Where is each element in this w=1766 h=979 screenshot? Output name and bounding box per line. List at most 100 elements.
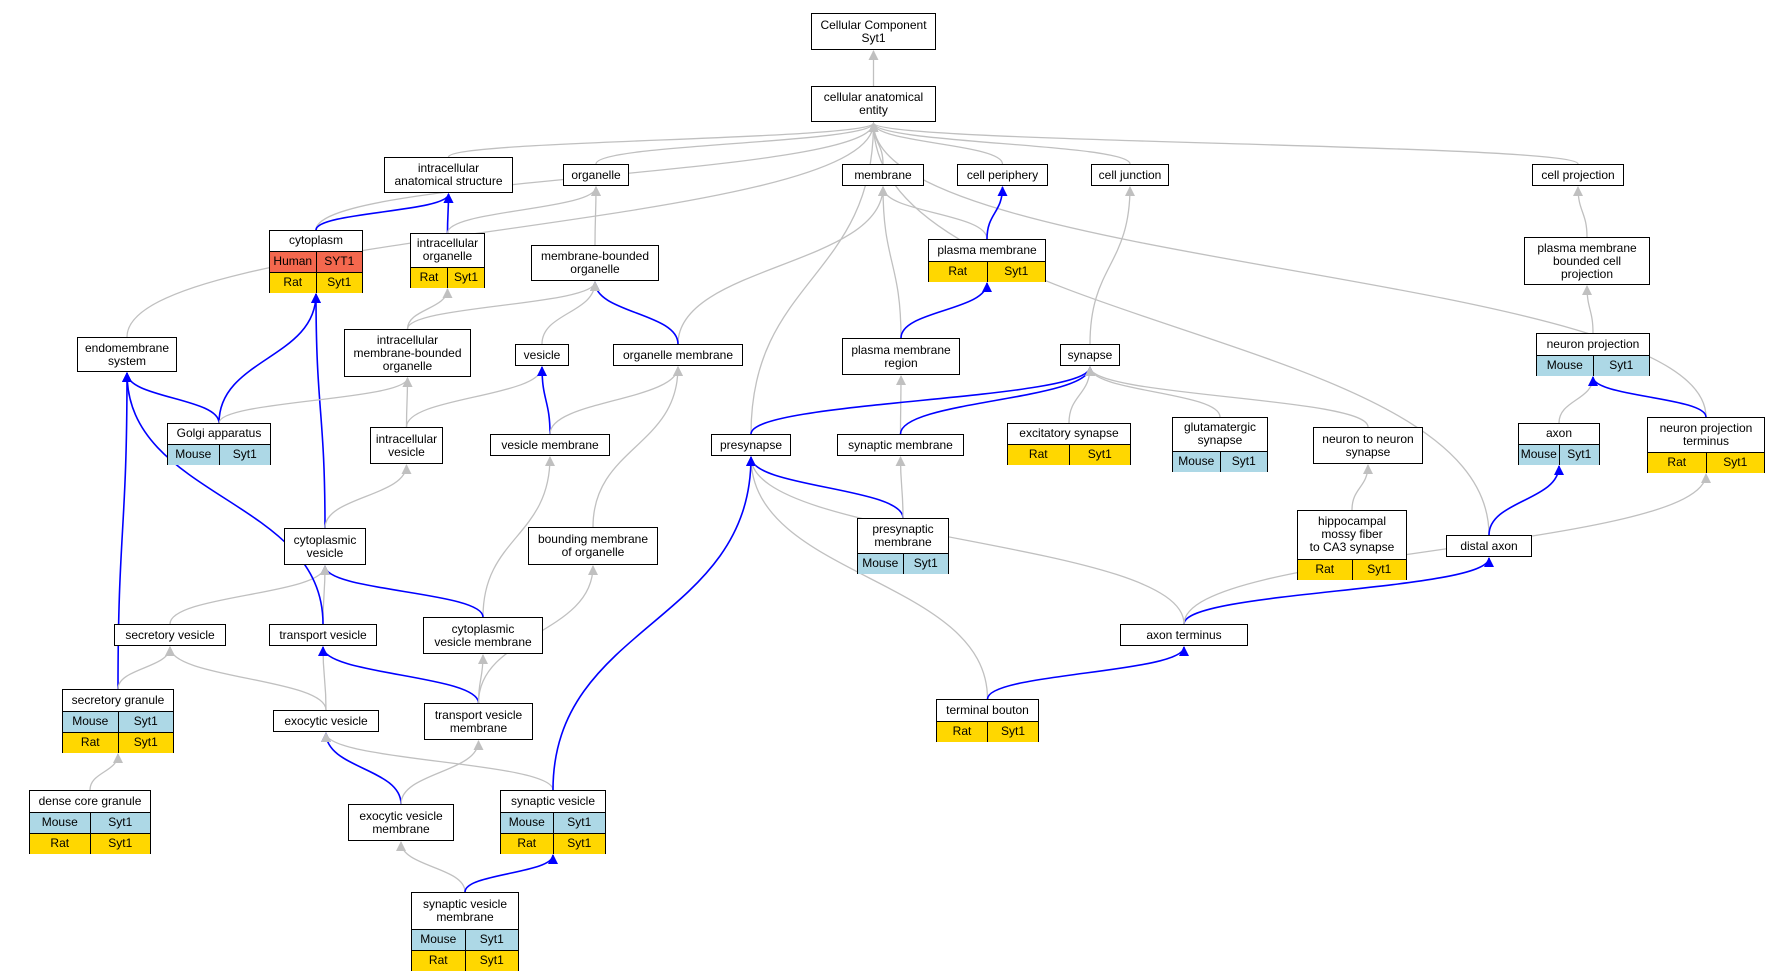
edge-is-a [868, 122, 1131, 165]
gene-cell: Syt1 [117, 732, 174, 753]
go-term-transvesmem[interactable]: transport vesicle membrane [424, 703, 533, 740]
go-term-celljunc[interactable]: cell junction [1091, 164, 1169, 186]
edge-is-a [1085, 366, 1221, 418]
go-term-synmem[interactable]: synaptic membrane [837, 434, 964, 456]
go-term-cytves[interactable]: cytoplasmic vesicle [284, 528, 366, 565]
edge-part-of [750, 366, 1095, 435]
go-term-vesicle[interactable]: vesicle [515, 344, 569, 366]
go-term-ias[interactable]: intracellular anatomical structure [384, 157, 513, 193]
edge-is-a [878, 186, 988, 240]
go-term-exovesmem[interactable]: exocytic vesicle membrane [348, 804, 454, 841]
gene-cell: Syt1 [1068, 444, 1131, 465]
species-cell: Mouse [175, 447, 212, 461]
go-term-orgmem[interactable]: organelle membrane [613, 344, 743, 366]
edge-part-of [315, 193, 454, 231]
species-cell: Mouse [72, 714, 109, 728]
species-cell: Mouse [1546, 358, 1583, 372]
edge-is-a [1573, 186, 1588, 238]
species-cell: Human [273, 254, 313, 268]
gene-cell: Syt1 [447, 267, 484, 288]
gene-cell: SYT1 [315, 251, 363, 272]
edge-is-a [321, 732, 554, 791]
gene-cell: Syt1 [89, 833, 151, 854]
go-term-label: Cellular Component Syt1 [820, 17, 927, 45]
go-term-root[interactable]: Cellular Component Syt1 [811, 13, 936, 50]
edge-is-a [895, 375, 906, 435]
edge-is-a [1351, 464, 1373, 511]
go-term-cytvesmem[interactable]: cytoplasmic vesicle membrane [423, 617, 543, 654]
go-term-label: excitatory synapse [1019, 426, 1119, 441]
go-term-axonterm[interactable]: axon terminus [1120, 624, 1248, 646]
go-term-label: cytoplasmic vesicle [293, 532, 357, 560]
go-term-label: synapse [1067, 347, 1113, 362]
species-cell: Rat [1028, 447, 1048, 461]
edge-part-of [552, 456, 756, 791]
edge-part-of [746, 456, 904, 519]
go-term-cae[interactable]: cellular anatomical entity [811, 86, 936, 122]
go-term-label: membrane [854, 167, 912, 182]
go-term-transves[interactable]: transport vesicle [269, 624, 377, 646]
go-term-label: intracellular membrane-bounded organelle [353, 332, 462, 373]
go-term-intves[interactable]: intracellular vesicle [370, 427, 443, 464]
species-cell: Rat [80, 735, 100, 749]
species-cell: Rat [1667, 455, 1687, 469]
edge-is-a [324, 464, 412, 529]
go-term-membrane[interactable]: membrane [842, 164, 924, 186]
go-term-n2nsyn[interactable]: neuron to neuron synapse [1313, 427, 1423, 464]
go-term-cellper[interactable]: cell periphery [957, 164, 1048, 186]
edge-is-a [402, 377, 413, 428]
go-term-vesmem[interactable]: vesicle membrane [490, 434, 610, 456]
go-term-pmbcp[interactable]: plasma membrane bounded cell projection [1524, 237, 1650, 285]
go-term-imbo[interactable]: intracellular membrane-bounded organelle [344, 329, 471, 377]
gene-cell: Syt1 [987, 721, 1038, 742]
go-term-mbo[interactable]: membrane-bounded organelle [531, 245, 659, 281]
go-term-synapse[interactable]: synapse [1060, 344, 1120, 366]
go-term-label: intracellular vesicle [375, 431, 438, 459]
go-term-presynapse[interactable]: presynapse [711, 434, 791, 456]
go-term-distaxon[interactable]: distal axon [1446, 535, 1532, 557]
go-term-bmo[interactable]: bounding membrane of organelle [528, 527, 658, 565]
go-term-exoves[interactable]: exocytic vesicle [273, 710, 379, 732]
go-term-label: plasma membrane bounded cell projection [1537, 240, 1637, 281]
go-term-endomem[interactable]: endomembrane system [77, 337, 177, 372]
edge-is-a [590, 186, 601, 246]
go-term-label: terminal bouton [946, 702, 1029, 717]
go-term-organelle[interactable]: organelle [563, 164, 629, 186]
go-term-pmregion[interactable]: plasma membrane region [842, 338, 960, 375]
edge-is-a [318, 646, 329, 711]
go-term-cellproj[interactable]: cell projection [1532, 164, 1624, 186]
edge-is-a [746, 456, 1185, 625]
edge-is-a [405, 366, 547, 428]
edge-part-of [218, 293, 321, 424]
go-term-label: cellular anatomical entity [823, 90, 924, 118]
go-term-label: distal axon [1460, 538, 1518, 553]
edge-is-a [400, 740, 484, 805]
go-term-secves[interactable]: secretory vesicle [114, 624, 226, 646]
